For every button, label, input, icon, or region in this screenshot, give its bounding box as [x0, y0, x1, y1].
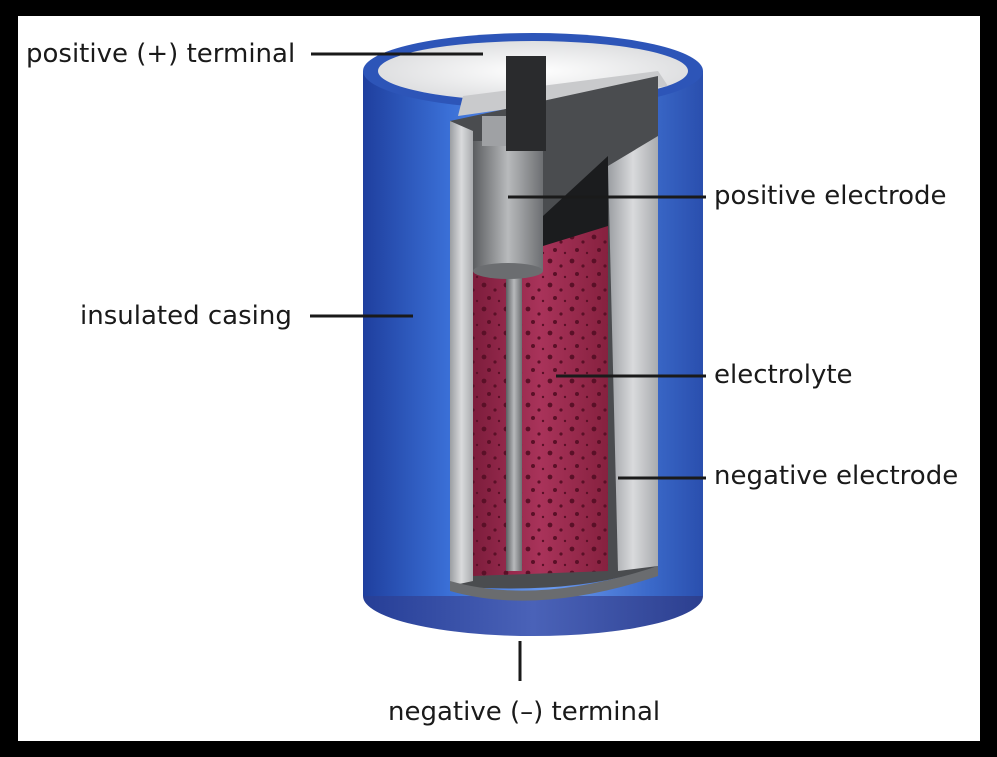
label-electrolyte: electrolyte [714, 360, 853, 390]
cutaway-section [450, 56, 658, 601]
diagram-canvas: positive (+) terminal positive electrode… [18, 16, 980, 741]
label-positive-electrode: positive electrode [714, 181, 947, 211]
leader-lines [310, 52, 706, 681]
positive-electrode-rod [473, 56, 546, 571]
label-negative-electrode: negative electrode [714, 461, 959, 491]
negative-electrode-wall [608, 136, 658, 571]
label-positive-terminal: positive (+) terminal [26, 39, 296, 69]
label-insulated-casing: insulated casing [80, 301, 292, 331]
label-negative-terminal: negative (–) terminal [388, 697, 661, 727]
battery-cutaway-diagram [310, 33, 706, 681]
